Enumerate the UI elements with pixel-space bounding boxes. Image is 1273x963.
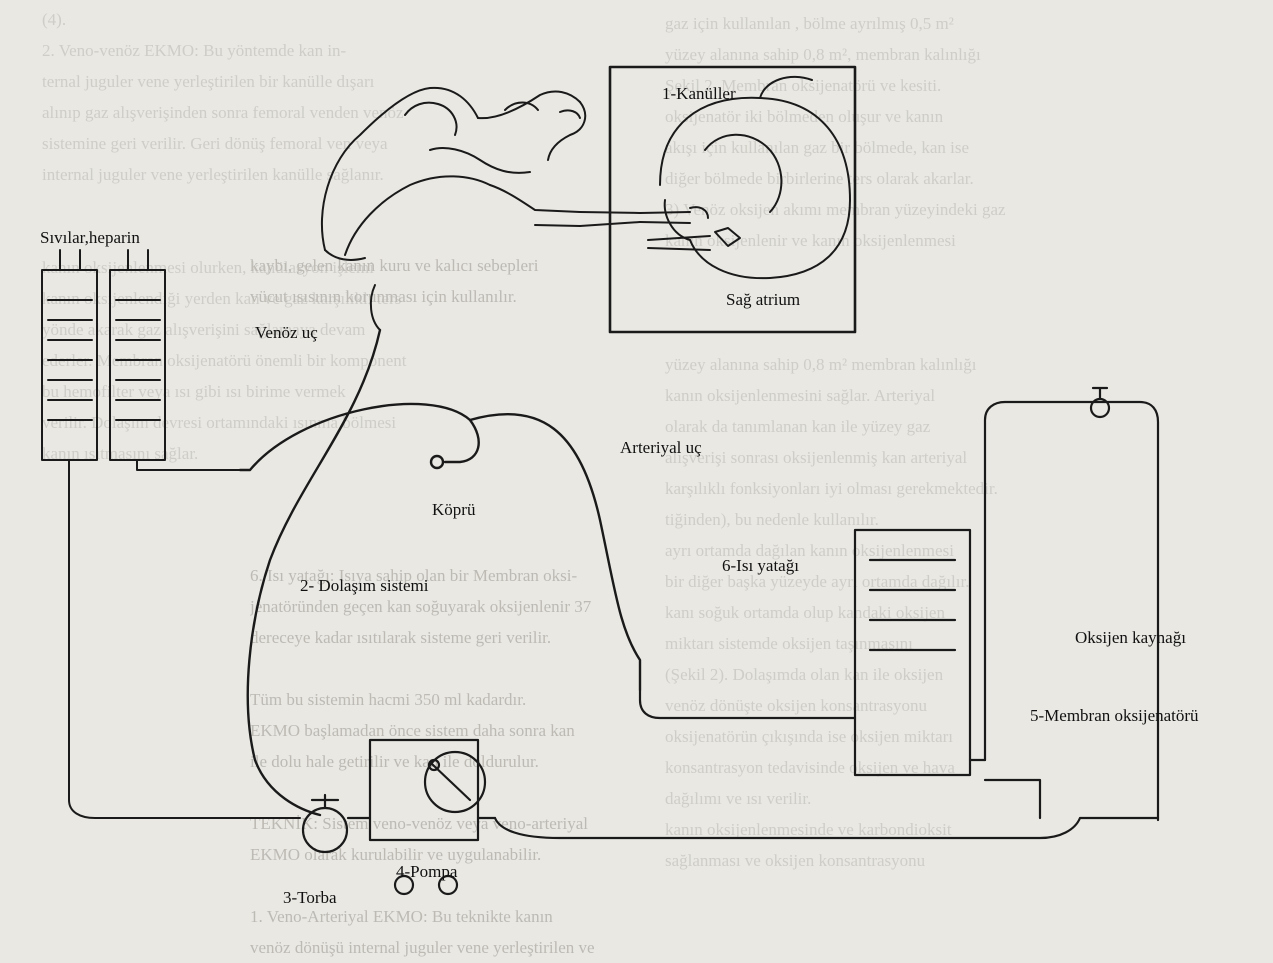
right-atrium-drawing	[640, 77, 850, 278]
label-pump: 4-Pompa	[396, 862, 457, 882]
label-oxygen-source: Oksijen kaynağı	[1075, 628, 1186, 648]
oxygenator-and-oxygen-source	[495, 388, 1158, 838]
label-membrane-oxygenator: 5-Membran oksijenatörü	[1030, 706, 1199, 726]
bridge-clamp	[431, 456, 443, 468]
scanned-page: (4).2. Veno-venöz EKMO: Bu yöntemde kan …	[0, 0, 1273, 923]
infant-figure	[322, 88, 585, 330]
label-circulation-system: 2- Dolaşım sistemi	[300, 576, 428, 596]
label-cannulas: 1-Kanüller	[662, 84, 736, 104]
venous-line	[248, 330, 380, 815]
venous-cannula-tube	[580, 212, 640, 213]
label-fluids-heparin: Sıvılar,heparin	[40, 228, 140, 248]
background-text-line: venöz dönüşü internal juguler vene yerle…	[250, 932, 700, 963]
label-venous-end: Venöz uç	[255, 323, 318, 343]
heat-bed	[640, 530, 970, 775]
label-arterial-end: Arteriyal uç	[620, 438, 702, 458]
label-bag: 3-Torba	[283, 888, 337, 908]
label-bridge: Köprü	[432, 500, 475, 520]
bag	[303, 795, 347, 852]
label-right-atrium: Sağ atrium	[726, 290, 800, 310]
ecmo-circuit-diagram	[0, 0, 1273, 923]
label-heat-bed: 6-Isı yatağı	[722, 556, 799, 576]
arterial-line	[470, 414, 640, 690]
